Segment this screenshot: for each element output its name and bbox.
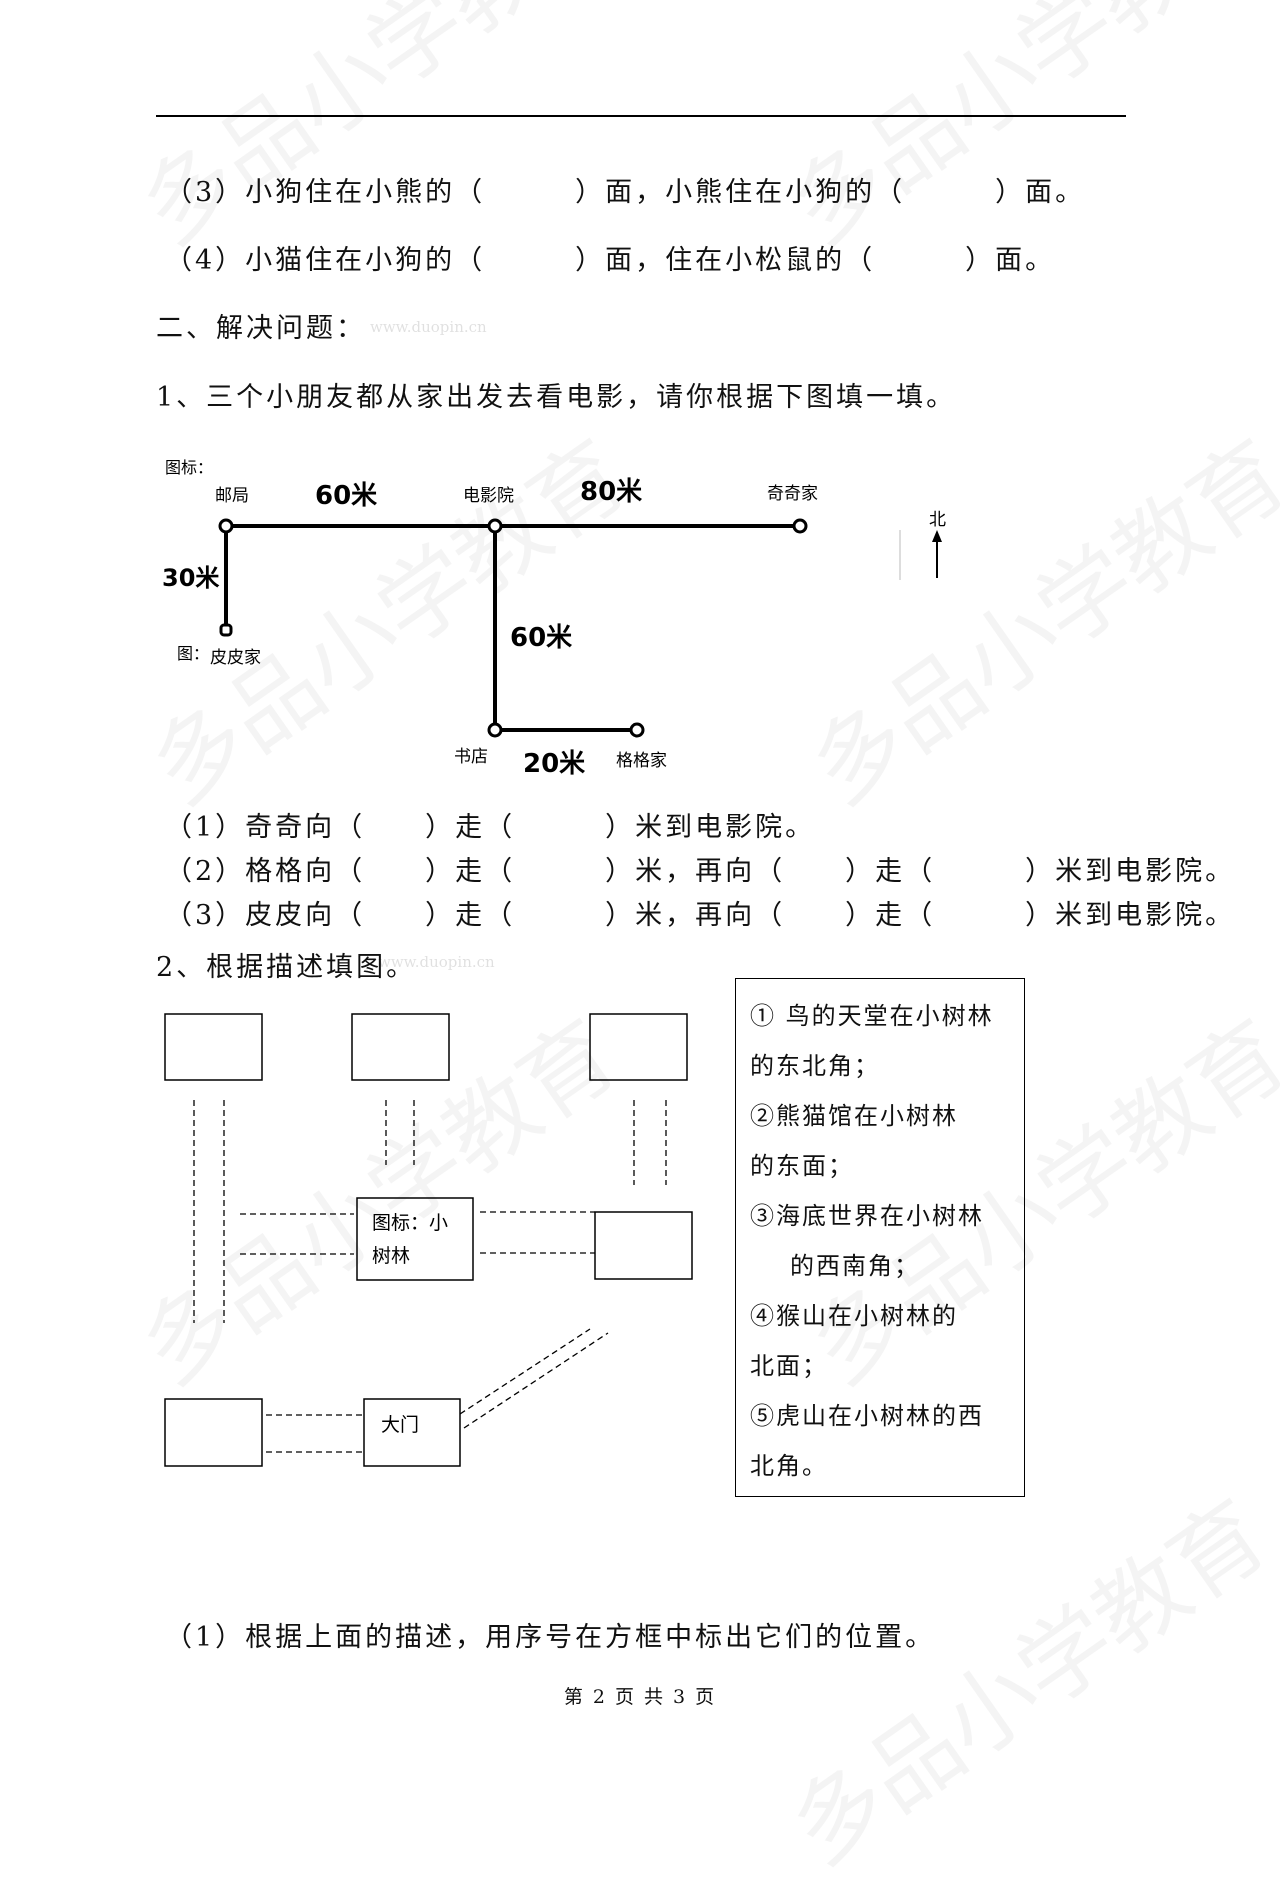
distance-label: 60米 — [510, 623, 572, 653]
question-1-part-2: （2）格格向（ ）走（ ）米，再向（ ）走（ ）米到电影院。 — [165, 856, 1236, 887]
description-box — [735, 978, 1025, 1497]
watermark-url: www.duopin.cn — [378, 953, 495, 971]
north-label: 北 — [929, 510, 946, 530]
description-line: ④猴山在小树林的 — [750, 1302, 958, 1330]
answer-box-north[interactable] — [351, 1013, 450, 1081]
page-footer: 第 2 页 共 3 页 — [563, 1686, 717, 1708]
description-line: 的西南角； — [790, 1252, 920, 1280]
question-line-4: （4）小猫住在小狗的（ ）面，住在小松鼠的（ ）面。 — [165, 245, 1056, 276]
question-1-part-3: （3）皮皮向（ ）走（ ）米，再向（ ）走（ ）米到电影院。 — [165, 900, 1236, 931]
pipi-home-label: 皮皮家 — [210, 648, 261, 668]
post-office-label: 邮局 — [215, 486, 249, 506]
section-title: 二、解决问题： — [156, 313, 366, 344]
watermark: 多品小学教育 — [110, 0, 638, 269]
route-map: 图标： 邮局 60米 电影院 80米 奇奇家 30米 图： 皮皮家 60米 书店… — [162, 458, 946, 779]
cinema-label: 电影院 — [463, 486, 514, 506]
description-line: ⑤虎山在小树林的西 — [750, 1402, 984, 1430]
park-diagram: 图标：小 树林 大门 — [164, 1013, 693, 1467]
question-2: 2、根据描述填图。 — [156, 952, 417, 983]
woods-box — [356, 1197, 474, 1281]
map-legend-label: 图标： — [165, 458, 213, 477]
answer-box-northeast[interactable] — [589, 1013, 688, 1081]
qiqi-home-label: 奇奇家 — [767, 484, 818, 504]
bookstore-node — [487, 722, 503, 738]
gate-label: 大门 — [381, 1414, 419, 1436]
distance-label: 80米 — [580, 477, 642, 507]
description-line: 北面； — [750, 1352, 828, 1380]
description-line: ③海底世界在小树林 — [750, 1202, 984, 1230]
qiqi-home-node — [792, 518, 808, 534]
description-line: 北角。 — [750, 1452, 828, 1480]
answer-box-southwest[interactable] — [164, 1398, 263, 1467]
question-line-3: （3）小狗住在小熊的（ ）面，小熊住在小狗的（ ）面。 — [165, 177, 1086, 208]
distance-label: 60米 — [315, 481, 377, 511]
watermark: 多品小学教育 — [760, 1463, 1280, 1889]
map-legend-label-2: 图： — [177, 644, 209, 663]
woods-label: 图标：小 — [372, 1212, 448, 1234]
description-line: 的东面； — [750, 1152, 854, 1180]
gate-box — [363, 1398, 461, 1467]
answer-box-northwest[interactable] — [164, 1013, 263, 1081]
north-arrow-icon — [932, 530, 942, 542]
description-line: ②熊猫馆在小树林 — [750, 1102, 958, 1130]
question-1: 1、三个小朋友都从家出发去看电影，请你根据下图填一填。 — [156, 382, 957, 413]
watermark-url: www.duopin.cn — [370, 318, 487, 336]
bookstore-label: 书店 — [454, 747, 488, 767]
watermark: 多品小学教育 — [760, 0, 1280, 269]
gege-home-node — [629, 722, 645, 738]
cinema-node — [487, 518, 503, 534]
question-2-part-1: （1）根据上面的描述，用序号在方框中标出它们的位置。 — [165, 1622, 936, 1653]
pipi-home-node — [219, 623, 233, 637]
distance-label: 30米 — [162, 564, 219, 592]
description-line: 的东北角； — [750, 1052, 880, 1080]
distance-label: 20米 — [523, 749, 585, 779]
post-office-node — [218, 518, 234, 534]
woods-label-2: 树林 — [372, 1245, 410, 1267]
header-rule — [156, 115, 1126, 117]
question-1-part-1: （1）奇奇向（ ）走（ ）米到电影院。 — [165, 812, 816, 843]
gege-home-label: 格格家 — [616, 751, 667, 771]
answer-box-east[interactable] — [594, 1211, 693, 1280]
description-line: ① 鸟的天堂在小树林 — [750, 1002, 994, 1030]
